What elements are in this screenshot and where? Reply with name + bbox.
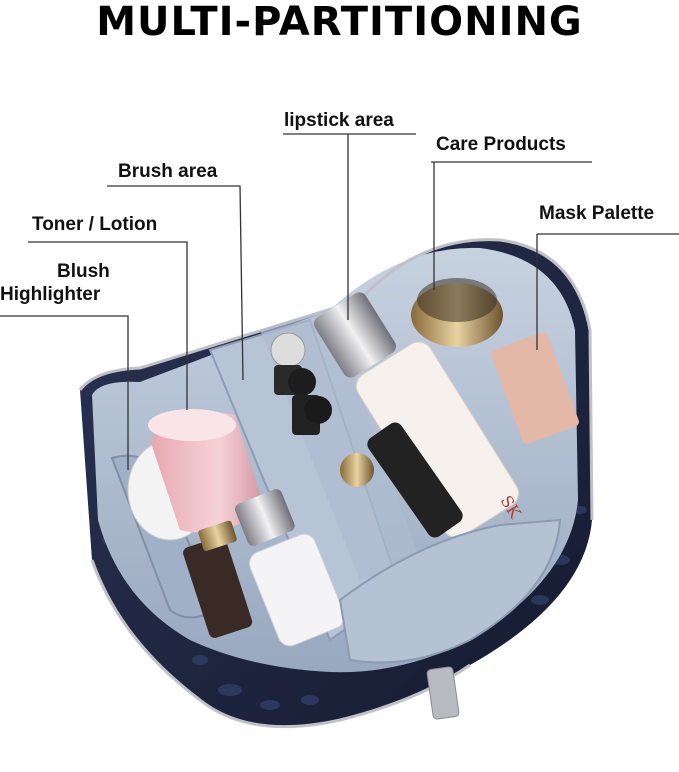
label-care-products: Care Products (436, 134, 566, 155)
label-brush-area: Brush area (118, 161, 218, 182)
white-bottle (248, 533, 346, 647)
label-lipstick-area: lipstick area (284, 110, 394, 131)
label-highlighter: Highlighter (0, 284, 101, 305)
pink-jar (150, 412, 265, 533)
gold-bottle (183, 536, 253, 638)
label-mask-palette: Mask Palette (539, 203, 655, 224)
small-jar (340, 453, 374, 487)
nail-polish-2 (288, 368, 316, 396)
nail-polish-3 (304, 396, 332, 424)
zipper-pull (426, 666, 460, 720)
leader-lines (0, 133, 679, 470)
front-pocket (338, 518, 562, 664)
label-toner-lotion: Toner / Lotion (32, 214, 158, 235)
zipper (78, 238, 594, 521)
page-title: MULTI-PARTITIONING (96, 0, 583, 45)
mask-palette (491, 332, 579, 444)
label-blush: Blush (57, 261, 110, 282)
nail-polish-1 (270, 332, 306, 368)
black-bottle (367, 422, 463, 538)
